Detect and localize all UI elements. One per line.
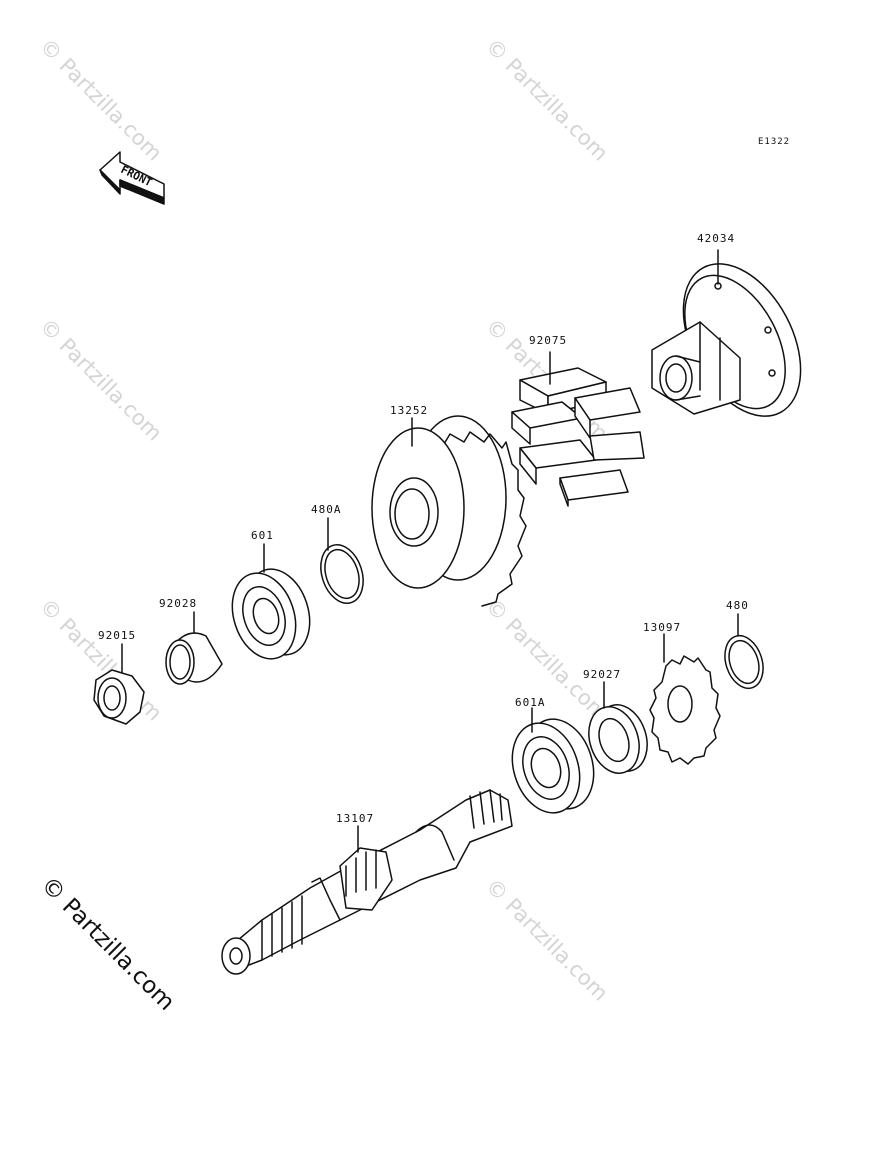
part-label-42034[interactable]: 42034 xyxy=(697,232,736,245)
part-601A-bearing[interactable] xyxy=(501,710,604,821)
part-92015-nut[interactable] xyxy=(93,669,145,725)
part-label-13252[interactable]: 13252 xyxy=(390,404,429,417)
part-label-92028[interactable]: 92028 xyxy=(159,597,198,610)
part-13252-gear[interactable] xyxy=(371,415,527,607)
diagram-ref-code: E1322 xyxy=(758,137,791,147)
part-label-92075[interactable]: 92075 xyxy=(529,334,568,347)
part-480A-circlip[interactable] xyxy=(314,539,371,608)
part-601-bearing[interactable] xyxy=(222,561,320,667)
part-label-92027[interactable]: 92027 xyxy=(583,668,622,681)
part-label-480[interactable]: 480 xyxy=(726,599,749,612)
part-92075-rollers[interactable] xyxy=(511,367,645,507)
part-480-circlip[interactable] xyxy=(719,631,770,693)
front-arrow-icon: FRONT xyxy=(99,151,165,205)
part-label-480A[interactable]: 480A xyxy=(311,503,342,516)
part-13107-shaft[interactable] xyxy=(221,789,513,975)
part-13097-gear[interactable] xyxy=(649,655,721,765)
part-label-601A[interactable]: 601A xyxy=(515,696,546,709)
part-label-13107[interactable]: 13107 xyxy=(336,812,375,825)
part-label-13097[interactable]: 13097 xyxy=(643,621,682,634)
part-92028-sleeve[interactable] xyxy=(165,632,223,685)
part-label-601[interactable]: 601 xyxy=(251,529,274,542)
part-42034-housing[interactable] xyxy=(651,244,825,436)
part-label-92015[interactable]: 92015 xyxy=(98,629,137,642)
